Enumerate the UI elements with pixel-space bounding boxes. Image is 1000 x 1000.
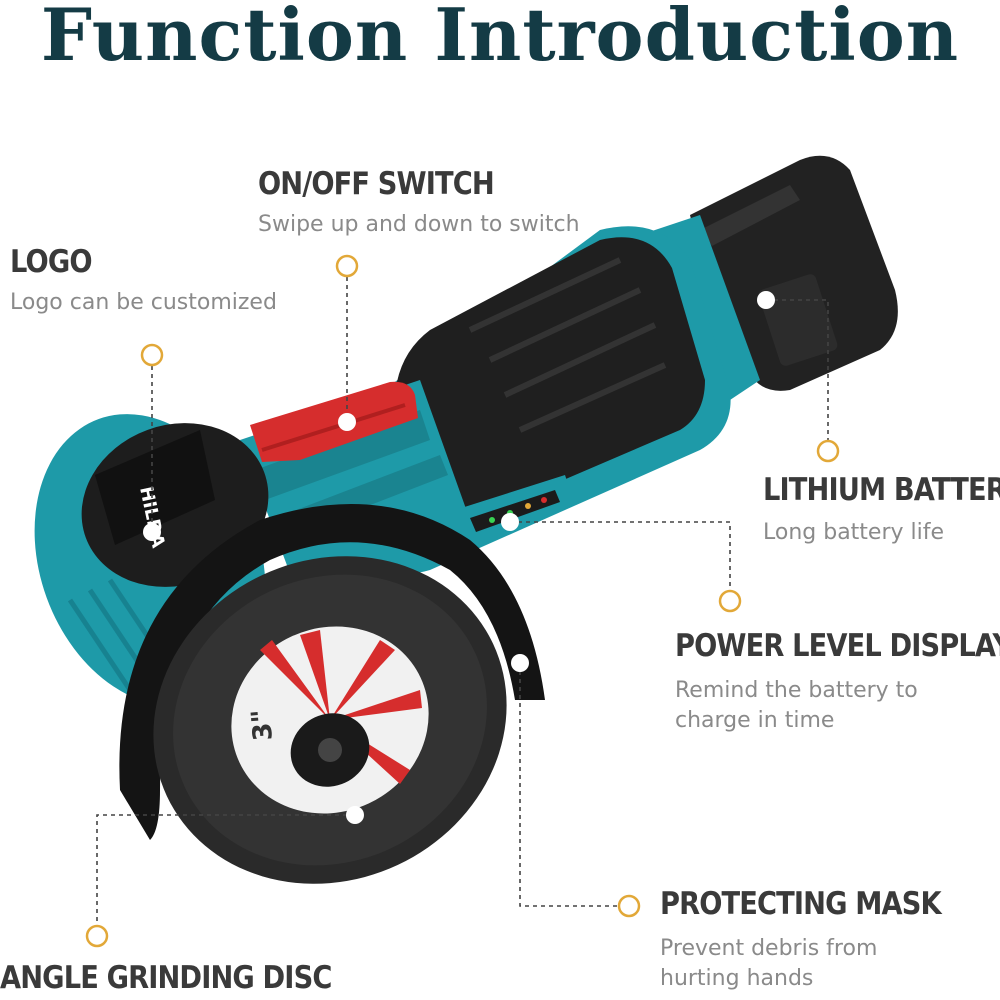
logo-heading: LOGO bbox=[10, 244, 93, 280]
battery-heading: LITHIUM BATTERY bbox=[763, 472, 1000, 508]
disc-point-marker bbox=[346, 806, 364, 824]
mask-label-marker bbox=[617, 894, 641, 918]
onoff-heading: ON/OFF SWITCH bbox=[258, 166, 495, 202]
mask-point-marker bbox=[511, 654, 529, 672]
mask-heading: PROTECTING MASK bbox=[660, 886, 942, 922]
power-description-line2: charge in time bbox=[675, 708, 835, 733]
power-point-marker bbox=[501, 513, 519, 531]
page-title: Function Introduction bbox=[40, 0, 960, 77]
logo-description: Logo can be customized bbox=[10, 290, 277, 315]
disc-size-text: 3" bbox=[246, 708, 279, 742]
power-label-marker bbox=[718, 589, 742, 613]
leader-disc bbox=[96, 814, 355, 925]
protecting-guard bbox=[119, 504, 545, 840]
battery-point-marker bbox=[757, 291, 775, 309]
leader-mask bbox=[519, 663, 618, 907]
on-off-switch bbox=[250, 381, 418, 462]
mask-description-line2: hurting hands bbox=[660, 966, 814, 991]
onoff-label-marker bbox=[335, 254, 359, 278]
battery-description: Long battery life bbox=[763, 520, 945, 545]
grinding-disc bbox=[153, 556, 507, 884]
leader-battery bbox=[766, 299, 829, 440]
disc-label-marker bbox=[85, 924, 109, 948]
onoff-description: Swipe up and down to switch bbox=[258, 212, 580, 237]
battery-label-marker bbox=[816, 439, 840, 463]
leader-power bbox=[510, 521, 731, 590]
disc-heading: ANGLE GRINDING DISC bbox=[0, 960, 332, 996]
onoff-point-marker bbox=[338, 413, 356, 431]
power-heading: POWER LEVEL DISPLAY bbox=[675, 628, 1000, 664]
mask-description-line1: Prevent debris from bbox=[660, 936, 878, 961]
logo-point-marker bbox=[143, 523, 161, 541]
logo-label-marker bbox=[140, 343, 164, 367]
power-level-panel bbox=[455, 475, 575, 545]
power-description-line1: Remind the battery to bbox=[675, 678, 918, 703]
